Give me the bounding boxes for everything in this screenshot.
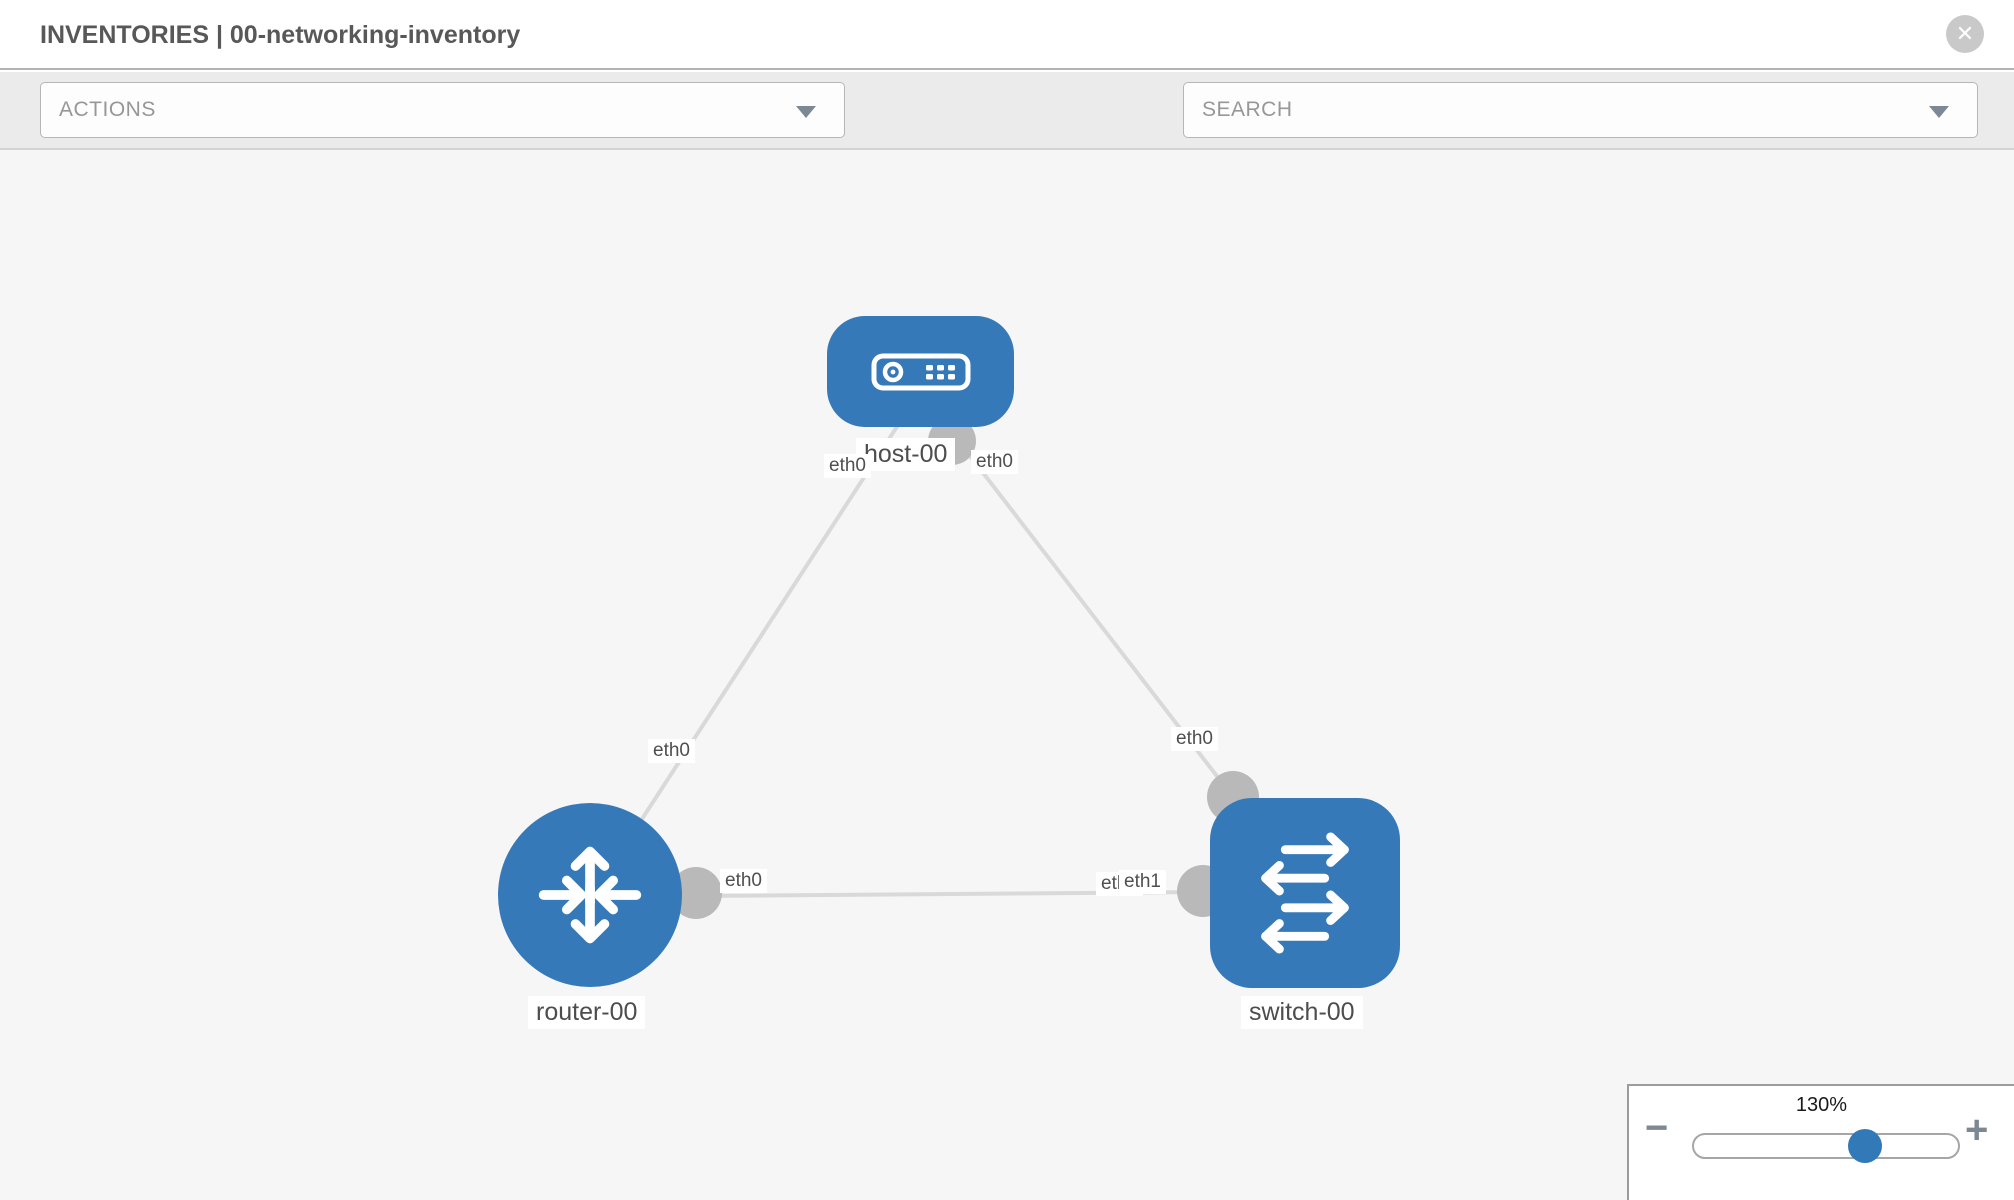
search-dropdown[interactable]: SEARCH: [1183, 82, 1978, 138]
chevron-down-icon: [1929, 106, 1949, 118]
iface-label: eth0: [648, 739, 695, 763]
router-icon: [538, 846, 642, 944]
node-router-00[interactable]: [498, 803, 682, 987]
close-icon: ✕: [1955, 21, 1975, 46]
search-dropdown-label: SEARCH: [1202, 98, 1293, 121]
node-label-host: host-00: [856, 438, 956, 471]
chevron-down-icon: [796, 106, 816, 118]
node-host-00[interactable]: [827, 316, 1014, 427]
zoom-level-value: 130%: [1795, 1094, 1848, 1116]
zoom-in-button[interactable]: +: [1965, 1108, 1989, 1152]
iface-label: eth0: [720, 869, 767, 893]
close-button[interactable]: ✕: [1946, 15, 1984, 53]
actions-dropdown-label: ACTIONS: [59, 98, 156, 121]
node-label-router: router-00: [528, 996, 646, 1029]
iface-label: eth0: [971, 450, 1018, 474]
actions-dropdown[interactable]: ACTIONS: [40, 82, 845, 138]
iface-label: eth1: [1119, 870, 1166, 894]
iface-label: eth0: [1171, 727, 1218, 751]
zoom-panel: 130% − +: [1627, 1084, 2014, 1200]
node-switch-00[interactable]: [1210, 798, 1400, 988]
switch-icon: [1261, 832, 1349, 954]
zoom-slider[interactable]: [1692, 1133, 1960, 1159]
node-label-switch: switch-00: [1241, 996, 1363, 1029]
header: INVENTORIES | 00-networking-inventory ✕: [0, 0, 2014, 70]
zoom-out-button[interactable]: −: [1645, 1106, 1669, 1150]
iface-label: eth0: [824, 454, 871, 478]
server-icon: [871, 353, 970, 390]
page-title: INVENTORIES | 00-networking-inventory: [40, 21, 521, 49]
toolbar: ACTIONS SEARCH: [0, 72, 2014, 210]
zoom-slider-thumb[interactable]: [1848, 1129, 1882, 1163]
topology-canvas[interactable]: [0, 150, 2014, 1200]
